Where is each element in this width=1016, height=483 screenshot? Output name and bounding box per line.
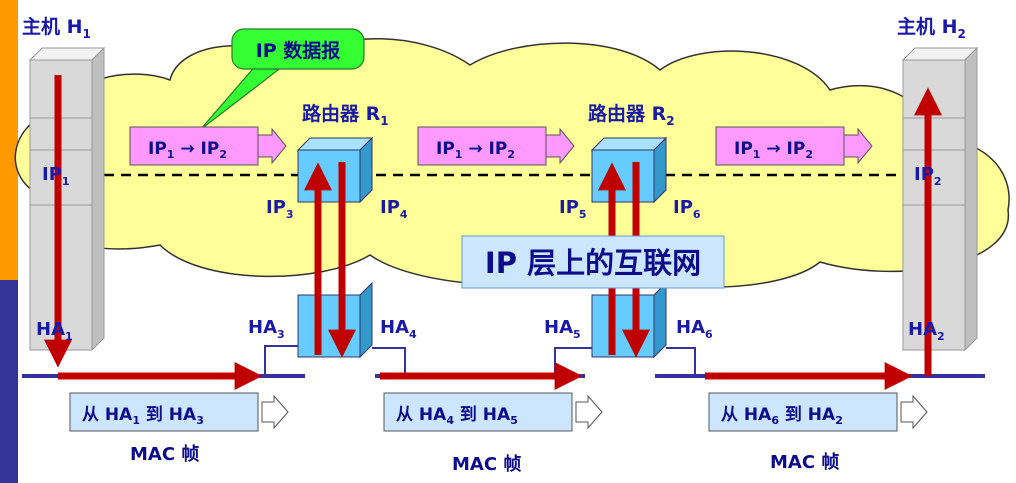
mac-frame-1-caption: MAC 帧	[130, 443, 199, 465]
ha4-label: HA4	[380, 317, 417, 341]
cloud-label-box: IP 层上的互联网	[461, 235, 725, 289]
ip2-label: IP2	[914, 164, 942, 188]
svg-text:IP1 → IP2: IP1 → IP2	[734, 139, 813, 161]
left-accent-bar-top	[0, 0, 18, 280]
ip-packet-3: IP1 → IP2	[715, 126, 873, 166]
packet-dst-sub: 2	[219, 148, 227, 161]
packet-dst-label: IP	[201, 139, 220, 159]
packet-src-sub: 1	[455, 148, 463, 161]
packet-dst-label: IP	[489, 139, 508, 159]
svg-text:IP1 → IP2: IP1 → IP2	[436, 139, 515, 161]
ha1-label: HA1	[36, 319, 73, 343]
ip3-label: IP3	[266, 197, 294, 221]
host-h1-label: 主机 H1	[22, 16, 91, 41]
packet-src-label: IP	[734, 139, 753, 159]
ip-packet-2: IP1 → IP2	[417, 126, 575, 166]
packet-src-sub: 1	[753, 148, 761, 161]
ip-packet-1: IP1 → IP2	[129, 126, 287, 166]
packet-dst-label: IP	[787, 139, 806, 159]
ip-datagram-callout: IP 数据报	[199, 28, 365, 131]
mac-frame-1-label: 从 HA1 到 HA3	[82, 405, 204, 427]
mac-frame-3-label: 从 HA6 到 HA2	[721, 405, 843, 427]
ha6-label: HA6	[676, 317, 713, 341]
packet-src-label: IP	[148, 139, 167, 159]
ha3-label: HA3	[248, 317, 285, 341]
mac-frame-2: 从 HA4 到 HA5 MAC 帧	[383, 392, 603, 475]
packet-src-label: IP	[436, 139, 455, 159]
packet-arrow: →	[760, 139, 786, 159]
ip5-label: IP5	[559, 197, 587, 221]
mac-frame-1: 从 HA1 到 HA3 MAC 帧	[69, 392, 289, 465]
packet-arrow: →	[174, 139, 200, 159]
mac-frame-3: 从 HA6 到 HA2 MAC 帧	[708, 392, 928, 473]
router-r2-label: 路由器 R2	[588, 102, 675, 128]
packet-src-sub: 1	[167, 148, 175, 161]
svg-text:IP1 → IP2: IP1 → IP2	[148, 139, 227, 161]
host-h1-stack	[28, 46, 106, 352]
ha2-label: HA2	[908, 319, 945, 343]
ip4-label: IP4	[380, 197, 408, 221]
mac-frame-2-caption: MAC 帧	[452, 453, 521, 475]
ip-datagram-label: IP 数据报	[256, 39, 341, 62]
packet-dst-sub: 2	[805, 148, 813, 161]
cloud-label: IP 层上的互联网	[485, 246, 701, 280]
packet-arrow: →	[462, 139, 488, 159]
ha5-label: HA5	[544, 317, 581, 341]
ip1-label: IP1	[42, 164, 70, 188]
host-h2-stack	[901, 46, 979, 352]
router-r1-label: 路由器 R1	[302, 102, 389, 128]
mac-frame-3-caption: MAC 帧	[770, 451, 839, 473]
host-h2-label: 主机 H2	[897, 16, 966, 41]
mac-frame-2-label: 从 HA4 到 HA5	[396, 405, 518, 427]
left-accent-bar-bottom	[0, 280, 18, 483]
packet-dst-sub: 2	[507, 148, 515, 161]
ip6-label: IP6	[673, 197, 701, 221]
